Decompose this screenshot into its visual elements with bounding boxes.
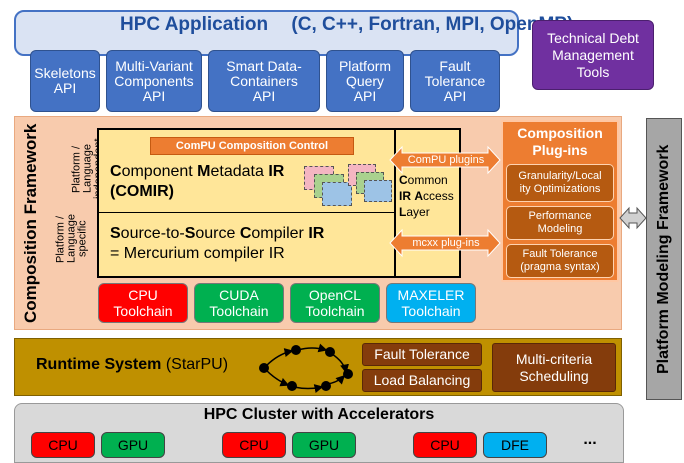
access-l: L xyxy=(399,205,407,219)
cuda-toolchain: CUDA Toolchain xyxy=(194,283,284,323)
s2s-ource2: ource xyxy=(195,225,240,242)
comir-omponent: omponent xyxy=(121,163,198,180)
api-multi-variant-components: Multi-Variant Components API xyxy=(106,50,202,112)
access-layer-divider xyxy=(394,129,396,277)
s2s-s2: S xyxy=(184,225,196,242)
cluster-cpu-3: CPU xyxy=(413,432,477,458)
access-a: A xyxy=(414,189,424,203)
runtime-multi-criteria-scheduling: Multi-criteria Scheduling xyxy=(492,343,616,392)
task-node xyxy=(321,381,331,391)
access-ommon: ommon xyxy=(407,173,448,187)
access-ir: IR xyxy=(399,189,411,203)
composition-plugins-title: Composition Plug-ins xyxy=(517,125,603,158)
runtime-load-balancing: Load Balancing xyxy=(362,369,482,392)
plugin-granularity: Granularity/Local ity Optimizations xyxy=(506,164,614,202)
s2s-ource: ource-to- xyxy=(120,225,185,242)
s2s-ompiler: ompiler xyxy=(251,225,309,242)
s2s-c: C xyxy=(239,225,252,242)
plugin-performance-modeling: Performance Modeling xyxy=(506,206,614,240)
plugin-arrows xyxy=(389,145,501,258)
comir-etadata: etadata xyxy=(210,163,269,180)
platform-link-arrow xyxy=(619,206,647,230)
task-node xyxy=(343,369,353,379)
maxeler-toolchain: MAXELER Toolchain xyxy=(386,283,476,323)
cluster-dfe: DFE xyxy=(483,432,547,458)
common-ir-access-layer: Common IR Access Layer xyxy=(399,172,461,220)
metadata-card-blue-2 xyxy=(364,180,392,202)
api-platform-query: Platform Query API xyxy=(326,50,404,112)
api-skeletons: Skeletons API xyxy=(30,50,100,112)
access-ccess: ccess xyxy=(423,189,454,203)
technical-debt-tools: Technical Debt Management Tools xyxy=(532,20,654,90)
runtime-system-title: Runtime System (StarPU) xyxy=(36,356,228,374)
cluster-cpu-2: CPU xyxy=(222,432,286,458)
comir-title: Component Metadata IR (COMIR) xyxy=(110,162,284,202)
mcxx-plugins-arrow xyxy=(389,228,501,258)
task-graph xyxy=(259,343,353,393)
hpc-application-languages: (C, C++, Fortran, MPI, OpenMP) xyxy=(291,14,574,35)
task-node xyxy=(325,347,335,357)
cpu-toolchain: CPU Toolchain xyxy=(98,283,188,323)
composition-control-bar: ComPU Composition Control xyxy=(150,137,354,155)
metadata-card-blue xyxy=(322,182,352,206)
task-node xyxy=(259,363,269,373)
api-smart-data-containers: Smart Data- Containers API xyxy=(208,50,320,112)
hpc-application-title: HPC Application (C, C++, Fortran, MPI, O… xyxy=(120,14,573,36)
comir-m: M xyxy=(197,163,211,180)
comir-ir: IR xyxy=(268,163,285,180)
hpc-application-name: HPC Application xyxy=(120,14,269,35)
runtime-system-starpu: (StarPU) xyxy=(161,356,229,373)
runtime-system-bold: Runtime System xyxy=(36,356,162,373)
composition-framework-label: Composition Framework xyxy=(21,123,40,323)
s2s-mercurium: = Mercurium compiler IR xyxy=(110,245,285,262)
hpc-cluster-title: HPC Cluster with Accelerators xyxy=(203,406,435,423)
comir-c: C xyxy=(110,163,122,180)
access-c: C xyxy=(399,173,408,187)
platform-specific-label: Platform / Language specific xyxy=(54,214,89,264)
plugin-fault-tolerance: Fault Tolerance (pragma syntax) xyxy=(506,244,614,278)
runtime-fault-tolerance: Fault Tolerance xyxy=(362,343,482,366)
cluster-gpu-2: GPU xyxy=(292,432,356,458)
mcxx-plugins-label: mcxx plug-ins xyxy=(412,237,480,249)
cluster-gpu-1: GPU xyxy=(101,432,165,458)
platform-modeling-framework: Platform Modeling Framework xyxy=(646,118,682,400)
compu-plugins-arrow xyxy=(389,145,501,175)
comir-acronym: (COMIR) xyxy=(110,183,174,200)
task-node xyxy=(291,345,301,355)
task-node xyxy=(287,381,297,391)
access-ayer: ayer xyxy=(406,205,430,219)
s2s-s1: S xyxy=(110,225,121,242)
compu-plugins-label: ComPU plugins xyxy=(407,154,485,166)
cluster-cpu-1: CPU xyxy=(31,432,95,458)
api-fault-tolerance: Fault Tolerance API xyxy=(410,50,500,112)
s2s-ir: IR xyxy=(308,225,325,242)
s2s-title: Source-to-Source Compiler IR = Mercurium… xyxy=(110,224,324,264)
opencl-toolchain: OpenCL Toolchain xyxy=(290,283,380,323)
ir-divider xyxy=(98,212,396,213)
cluster-more: ... xyxy=(583,431,597,448)
